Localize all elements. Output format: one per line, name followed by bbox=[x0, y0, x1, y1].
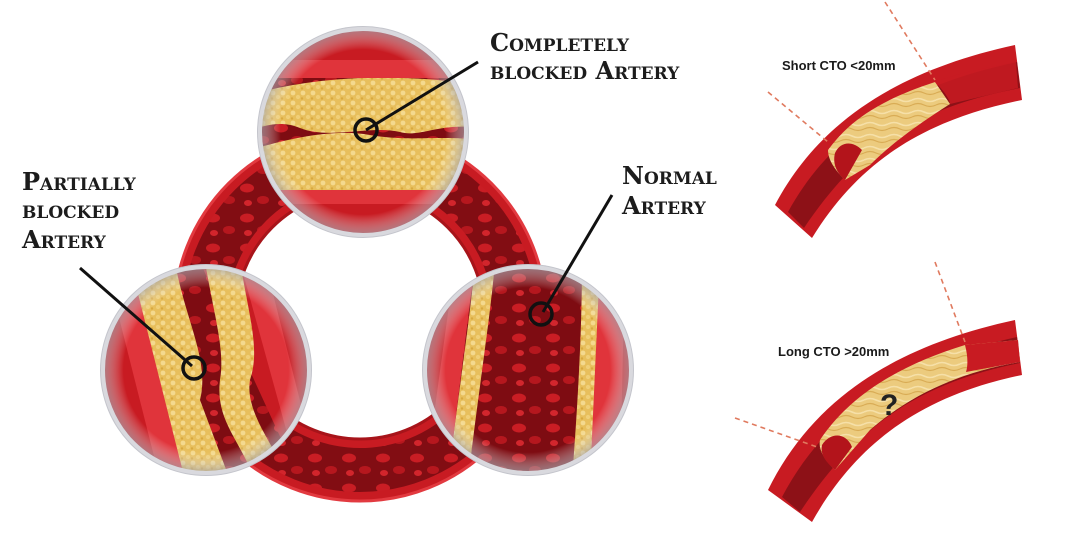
long-cto-label: Long CTO >20mm bbox=[778, 344, 889, 359]
label-normal-line1: Normal bbox=[622, 161, 717, 190]
short-cto-label: Short CTO <20mm bbox=[782, 58, 896, 73]
label-normal-line2: Artery bbox=[621, 191, 707, 220]
label-partially-line1: Partially bbox=[22, 167, 137, 196]
completely-blocked-lens bbox=[257, 26, 469, 238]
cto-comparison-diagram: Short CTO <20mm Long CTO >20mm ? bbox=[734, 1, 1022, 522]
label-partially-line2: blocked bbox=[22, 195, 119, 224]
label-completely-line1: Completely bbox=[490, 28, 630, 57]
artery-ring-diagram: Completely blocked Artery Partially bloc… bbox=[21, 26, 717, 503]
label-partially-line3: Artery bbox=[21, 225, 107, 254]
normal-artery-lens bbox=[422, 264, 634, 476]
unknown-length-mark: ? bbox=[880, 389, 898, 422]
long-cto-vessel bbox=[734, 261, 1022, 522]
label-completely-line2: blocked Artery bbox=[490, 56, 680, 85]
pointer-partially bbox=[79, 266, 207, 381]
pointer-normal bbox=[528, 194, 614, 327]
short-cto-vessel bbox=[767, 1, 1022, 238]
pointer-completely bbox=[353, 60, 479, 143]
